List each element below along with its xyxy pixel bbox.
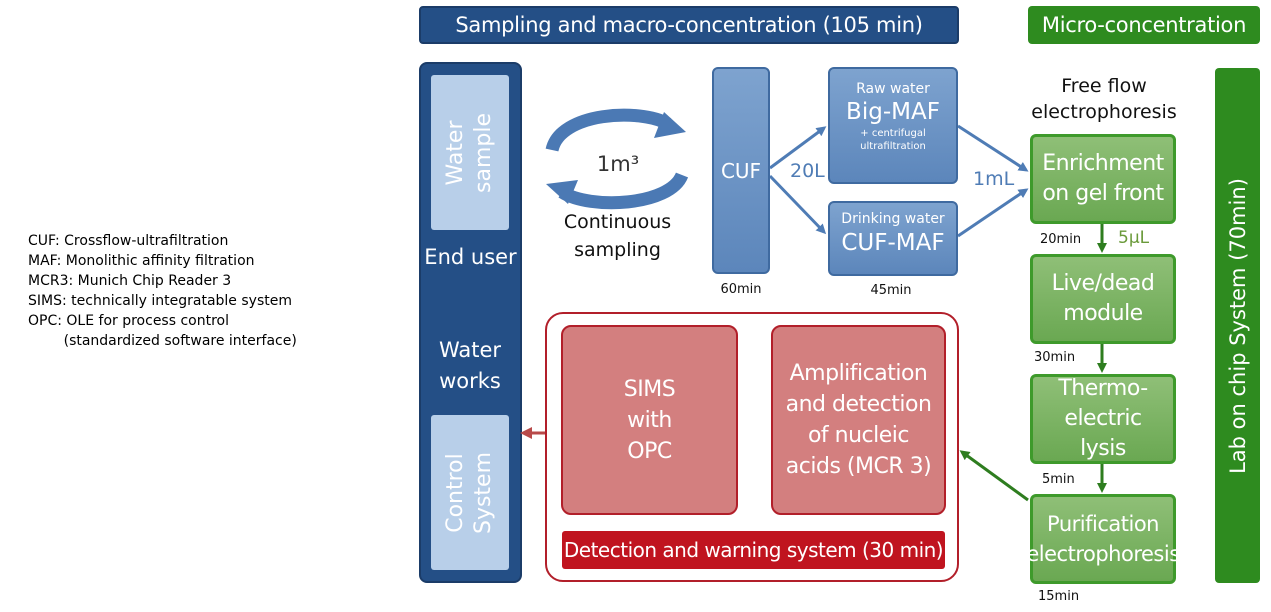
purification-time: 15min: [1038, 589, 1080, 604]
legend-opc-note: (standardized software interface): [28, 333, 297, 349]
cuf-label: CUF: [720, 158, 762, 183]
sampling-banner: Sampling and macro-concentration (105 mi…: [419, 6, 959, 44]
enrichment-label: Enrichment on gel front: [1042, 151, 1164, 206]
thermo-lysis-label: Thermo-electric lysis: [1058, 376, 1148, 461]
arrow-bigmaf-enrich: [957, 124, 1029, 172]
cuf-maf-top: Drinking water: [841, 211, 945, 227]
legend-mcr3: MCR3: Munich Chip Reader 3: [28, 273, 232, 289]
legend-cuf: CUF: Crossflow-ultrafiltration: [28, 233, 229, 249]
arrow-cuf-bigmaf: [769, 126, 827, 170]
purification-box: Purification electrophoresis: [1026, 494, 1180, 584]
micro-banner: Micro-concentration: [1028, 6, 1260, 44]
cuf-time: 60min: [720, 281, 762, 297]
micro-banner-label: Micro-concentration: [1041, 13, 1247, 37]
big-maf-sub: + centrifugal ultrafiltration: [860, 128, 926, 152]
purification-label: Purification electrophoresis: [1026, 512, 1180, 566]
live-dead-time: 30min: [1034, 350, 1076, 365]
arrow-cufmaf-enrich: [957, 188, 1029, 238]
control-system-box: Control System: [431, 415, 509, 570]
water-works-label: Water works: [438, 338, 502, 393]
ffe-heading: Free flow electrophoresis: [1031, 75, 1177, 123]
big-maf-main: Big-MAF: [846, 99, 940, 125]
arrow-purif-amplification: [959, 450, 1029, 502]
live-dead-box: Live/dead module: [1030, 254, 1176, 344]
legend-sims: SIMS: technically integratable system: [28, 293, 292, 309]
amplification-label: Amplification and detection of nucleic a…: [785, 361, 932, 479]
end-user-label: End user: [424, 245, 517, 269]
legend-opc: OPC: OLE for process control: [28, 313, 229, 329]
lab-on-chip-banner: Lab on chip System (70min): [1215, 68, 1260, 583]
water-sample-box: Water sample: [431, 75, 509, 230]
legend-maf: MAF: Monolithic affinity filtration: [28, 253, 255, 269]
cuf-box: CUF: [712, 67, 770, 274]
continuous-sampling-label: Continuous sampling: [563, 211, 672, 261]
detection-banner: Detection and warning system (30 min): [562, 531, 945, 569]
cuf-maf-main: CUF-MAF: [841, 230, 945, 256]
thermo-lysis-time: 5min: [1042, 472, 1075, 487]
cuf-maf-box: Drinking water CUF-MAF: [828, 201, 958, 276]
arrow-cuf-cufmaf: [768, 174, 827, 235]
live-dead-label: Live/dead module: [1051, 271, 1155, 326]
sims-label: SIMS with OPC: [623, 376, 676, 464]
lab-on-chip-label: Lab on chip System (70min): [1225, 177, 1250, 474]
sampling-volume: 1m³: [596, 152, 640, 176]
volume-5ul: 5μL: [1118, 228, 1150, 248]
enrichment-box: Enrichment on gel front: [1030, 134, 1176, 224]
amplification-box: Amplification and detection of nucleic a…: [771, 325, 946, 515]
volume-20l: 20L: [790, 160, 825, 182]
enrichment-time: 20min: [1040, 232, 1082, 247]
big-maf-top: Raw water: [856, 81, 930, 97]
sampling-banner-label: Sampling and macro-concentration (105 mi…: [455, 13, 923, 37]
sims-box: SIMS with OPC: [561, 325, 738, 515]
detection-banner-label: Detection and warning system (30 min): [563, 538, 944, 562]
big-maf-box: Raw water Big-MAF + centrifugal ultrafil…: [828, 67, 958, 184]
cycle-icon: [545, 108, 689, 210]
cuf-maf-time: 45min: [870, 282, 912, 298]
volume-1ml: 1mL: [973, 168, 1015, 190]
thermo-lysis-box: Thermo-electric lysis: [1030, 374, 1176, 464]
legend: CUF: Crossflow-ultrafiltration MAF: Mono…: [28, 231, 297, 351]
